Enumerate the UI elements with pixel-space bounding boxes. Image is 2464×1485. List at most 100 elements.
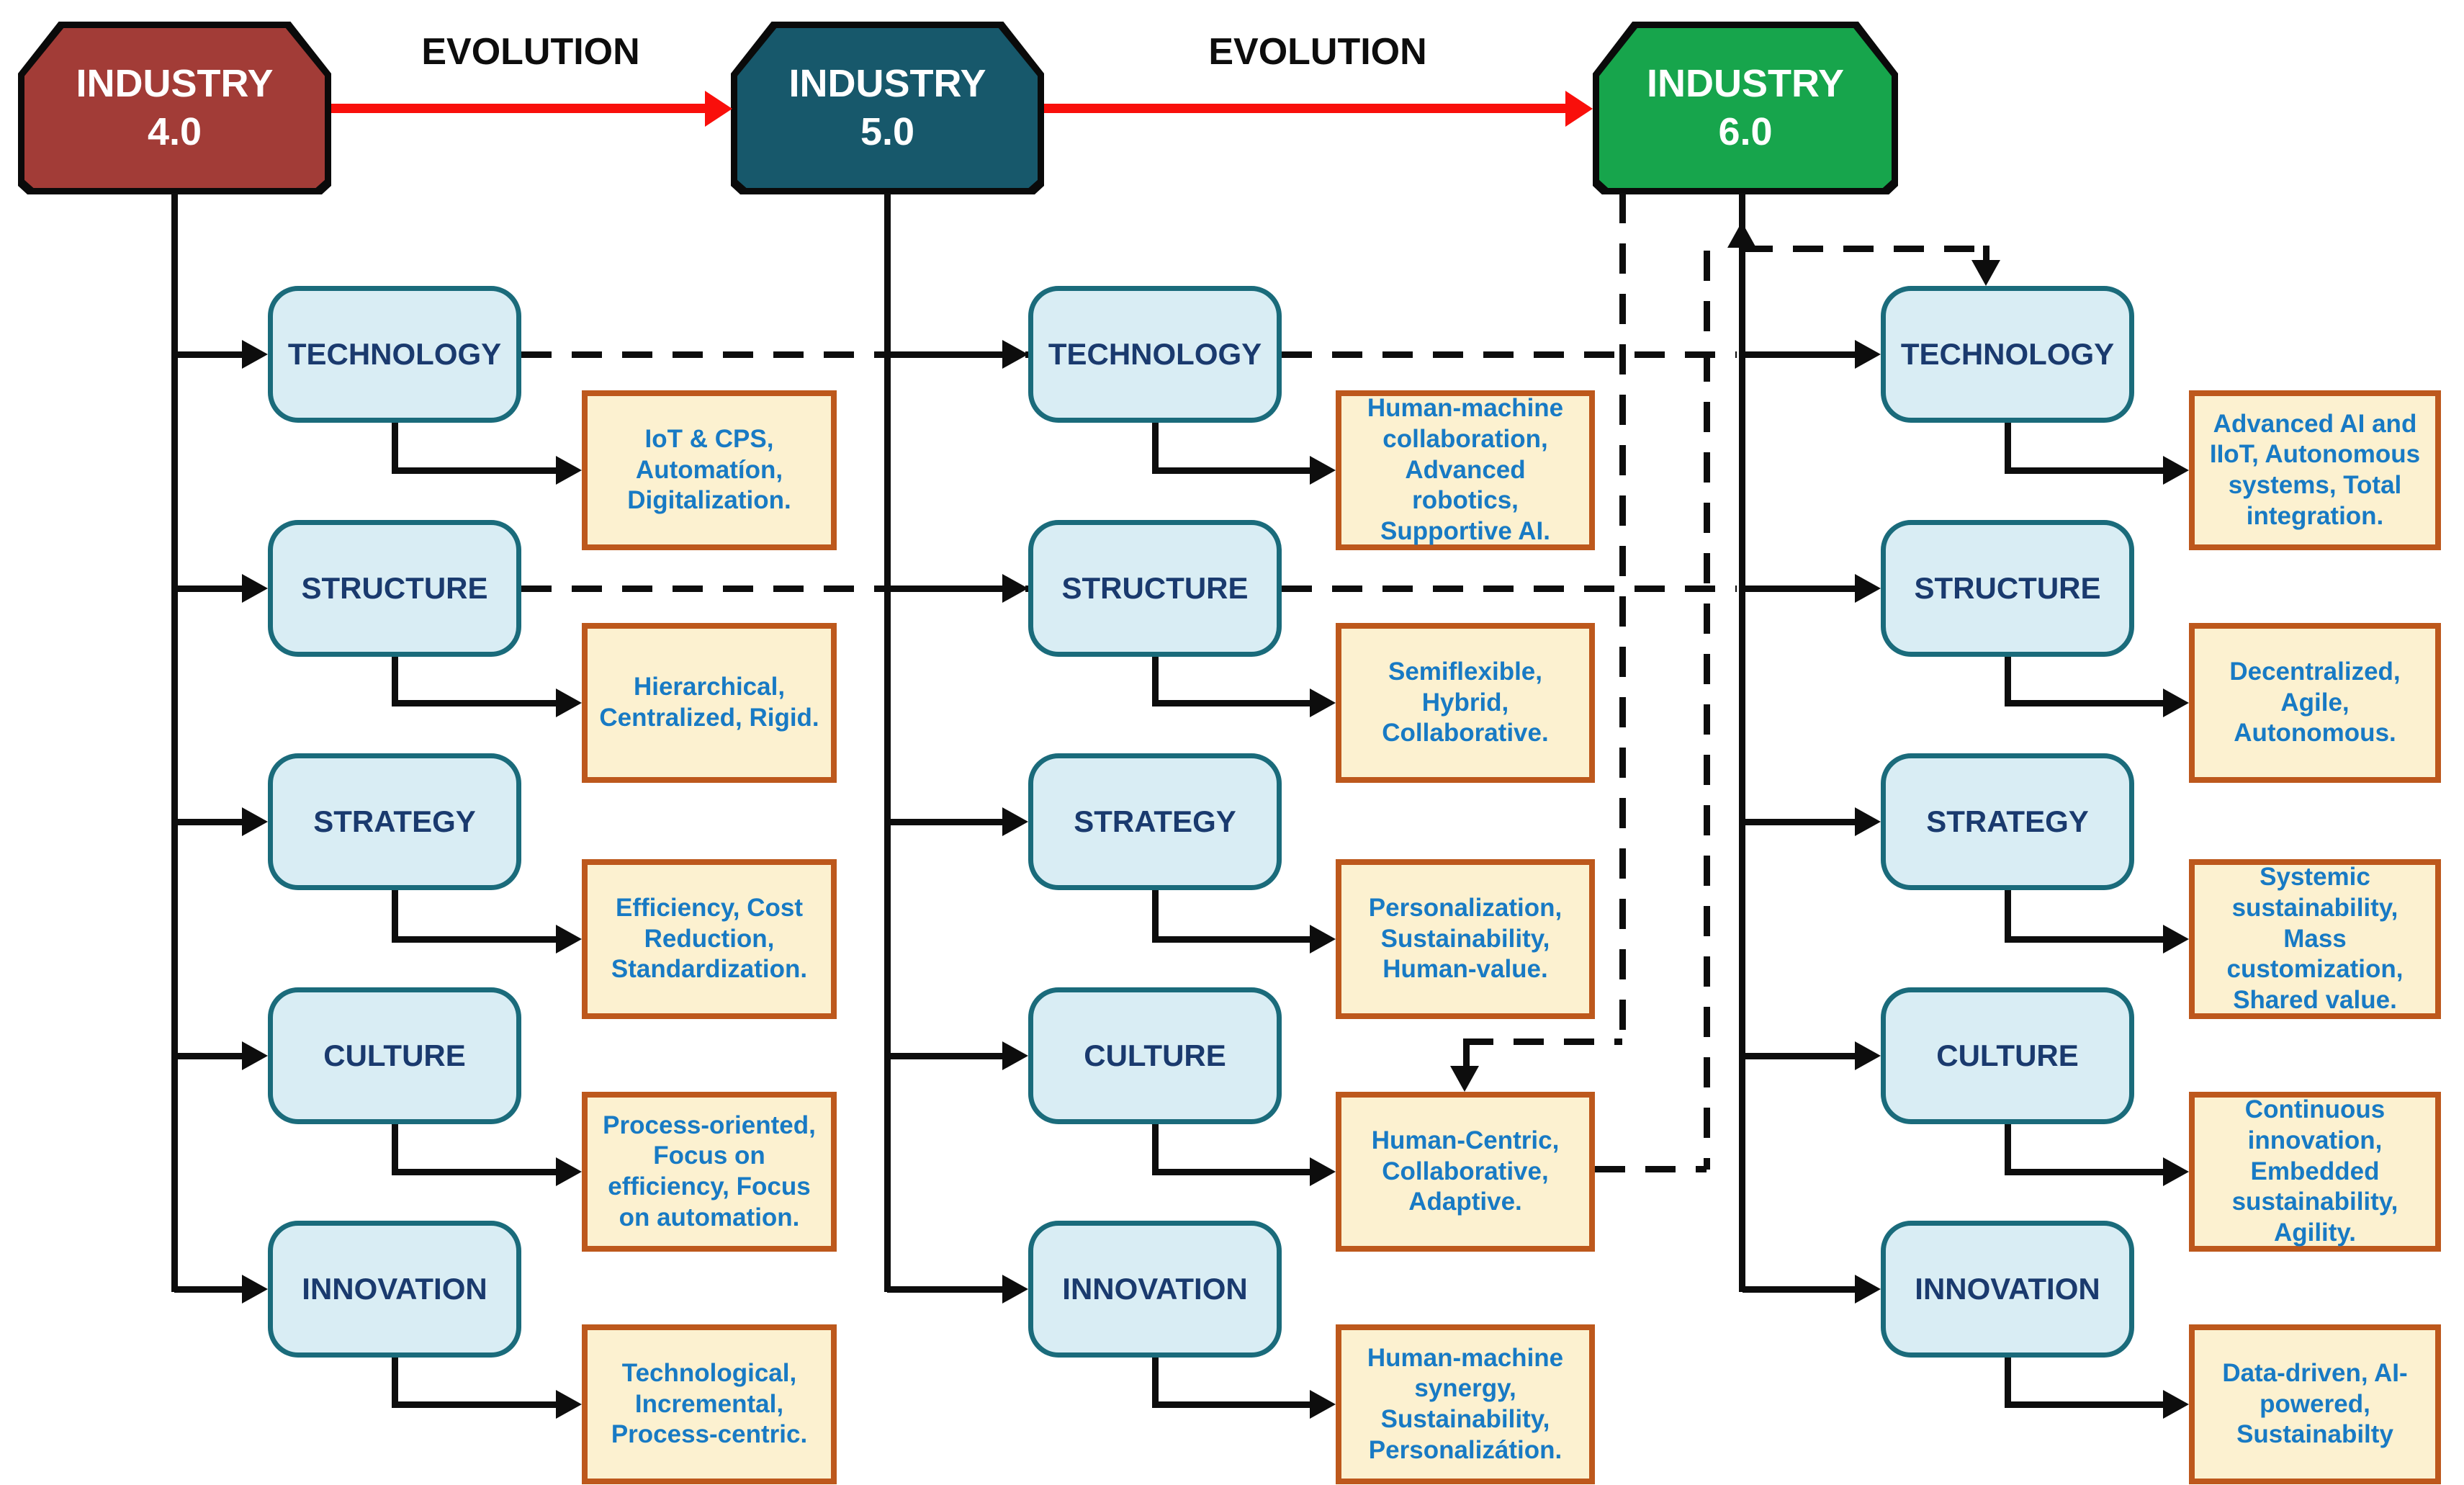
- elbow-line: [392, 423, 398, 473]
- desc-culture-4-0: Process-oriented, Focus on efficiency, F…: [582, 1092, 837, 1252]
- elbow-line: [2005, 1358, 2011, 1407]
- evolution-arrow-1-line: [331, 104, 706, 113]
- industry-6-0-version: 6.0: [1718, 110, 1773, 153]
- desc-structure-5-0: Semiflexible, Hybrid, Collaborative.: [1336, 623, 1595, 783]
- branch-line: [887, 819, 1004, 825]
- category-innovation-6-0: INNOVATION: [1881, 1221, 2134, 1358]
- branch-line: [1743, 819, 1855, 825]
- category-technology-6-0: TECHNOLOGY: [1881, 286, 2134, 423]
- category-culture-6-0: CULTURE: [1881, 987, 2134, 1124]
- elbow-arrow: [556, 1157, 582, 1186]
- category-strategy-4-0: STRATEGY: [268, 753, 521, 890]
- dashed-up-arrow: [1727, 222, 1756, 248]
- elbow-line: [1152, 1124, 1159, 1175]
- elbow-arrow: [2163, 456, 2189, 485]
- branch-arrow: [242, 340, 268, 369]
- industry-6-0-header-fill: INDUSTRY 6.0: [1599, 28, 1892, 188]
- branch-arrow: [1855, 340, 1881, 369]
- evolution-arrow-1-head: [705, 91, 732, 127]
- industry-5-0-header: INDUSTRY 5.0: [731, 22, 1044, 194]
- desc-innovation-5-0: Human-machine synergy, Sustainability, P…: [1336, 1324, 1595, 1484]
- branch-arrow: [242, 1041, 268, 1070]
- dashed-culture-downleg: [1463, 1041, 1470, 1067]
- elbow-line: [1152, 890, 1159, 942]
- desc-innovation-4-0: Technological, Incremental, Process-cent…: [582, 1324, 837, 1484]
- elbow-line: [392, 1124, 398, 1175]
- elbow-line: [1152, 1358, 1159, 1407]
- dashed-down-arrow-technology: [1971, 260, 2000, 286]
- dashed-top-downleg: [1983, 246, 1989, 263]
- industry-4-0-name: INDUSTRY: [76, 61, 274, 105]
- elbow-line: [392, 936, 556, 943]
- elbow-arrow: [1310, 925, 1336, 954]
- desc-strategy-5-0: Personalization, Sustainability, Human-v…: [1336, 859, 1595, 1019]
- elbow-line: [2005, 1401, 2163, 1408]
- elbow-arrow: [556, 925, 582, 954]
- branch-line: [1743, 1053, 1855, 1059]
- elbow-line: [2005, 1124, 2011, 1175]
- desc-technology-6-0: Advanced AI and IIoT, Autonomous systems…: [2189, 390, 2441, 550]
- elbow-line: [1152, 1401, 1310, 1408]
- elbow-line: [2005, 936, 2163, 943]
- elbow-arrow: [556, 1390, 582, 1419]
- branch-line: [1743, 351, 1855, 358]
- branch-arrow: [1002, 807, 1028, 836]
- branch-arrow: [242, 574, 268, 603]
- desc-innovation-6-0: Data-driven, AI-powered, Sustainabilty: [2189, 1324, 2441, 1484]
- branch-line: [887, 1053, 1004, 1059]
- evolution-label-2: EVOLUTION: [1208, 31, 1427, 73]
- category-structure-6-0: STRUCTURE: [1881, 520, 2134, 657]
- branch-arrow: [1855, 807, 1881, 836]
- elbow-arrow: [2163, 1157, 2189, 1186]
- elbow-line: [1152, 423, 1159, 473]
- desc-culture-5-0: Human-Centric, Collaborative, Adaptive.: [1336, 1092, 1595, 1252]
- category-structure-4-0: STRUCTURE: [268, 520, 521, 657]
- industry-5-0-name: INDUSTRY: [788, 61, 986, 105]
- desc-strategy-4-0: Efficiency, Cost Reduction, Standardizat…: [582, 859, 837, 1019]
- spine-industry-5-0: [884, 193, 891, 1292]
- dashed-link-culture-right: [1595, 1166, 1707, 1172]
- branch-line: [174, 586, 243, 592]
- evolution-arrow-2-line: [1044, 104, 1567, 113]
- dashed-link-technology-1: [521, 351, 1028, 358]
- branch-arrow: [1855, 1041, 1881, 1070]
- elbow-line: [392, 1358, 398, 1407]
- branch-arrow: [242, 1275, 268, 1304]
- desc-culture-6-0: Continuous innovation, Embedded sustaina…: [2189, 1092, 2441, 1252]
- industry-5-0-header-fill: INDUSTRY 5.0: [737, 28, 1038, 188]
- dashed-link-structure-1: [521, 586, 1028, 592]
- branch-line: [174, 1053, 243, 1059]
- elbow-line: [2005, 657, 2011, 706]
- branch-line: [1743, 586, 1855, 592]
- branch-arrow: [1855, 574, 1881, 603]
- elbow-arrow: [1310, 456, 1336, 485]
- dashed-link-culture-top: [1463, 1038, 1622, 1045]
- elbow-line: [2005, 700, 2163, 706]
- branch-line: [174, 351, 243, 358]
- elbow-line: [2005, 467, 2163, 474]
- industry-4-0-header-fill: INDUSTRY 4.0: [24, 28, 325, 188]
- evolution-arrow-2-head: [1565, 91, 1593, 127]
- elbow-arrow: [556, 456, 582, 485]
- industry-4-0-header: INDUSTRY 4.0: [18, 22, 331, 194]
- category-technology-5-0: TECHNOLOGY: [1028, 286, 1282, 423]
- elbow-line: [1152, 467, 1310, 474]
- category-technology-4-0: TECHNOLOGY: [268, 286, 521, 423]
- elbow-line: [2005, 1169, 2163, 1175]
- elbow-line: [2005, 423, 2011, 473]
- elbow-line: [2005, 890, 2011, 942]
- dashed-link-structure-2: [1282, 586, 1737, 592]
- desc-technology-5-0: Human-machine collaboration, Advanced ro…: [1336, 390, 1595, 550]
- category-culture-4-0: CULTURE: [268, 987, 521, 1124]
- branch-arrow: [242, 807, 268, 836]
- elbow-arrow: [1310, 1157, 1336, 1186]
- elbow-line: [392, 657, 398, 706]
- elbow-line: [1152, 936, 1310, 943]
- elbow-line: [1152, 700, 1310, 706]
- industry-5-0-version: 5.0: [860, 110, 915, 153]
- elbow-arrow: [2163, 925, 2189, 954]
- elbow-arrow: [2163, 1390, 2189, 1419]
- elbow-line: [1152, 657, 1159, 706]
- branch-line: [1743, 1286, 1855, 1293]
